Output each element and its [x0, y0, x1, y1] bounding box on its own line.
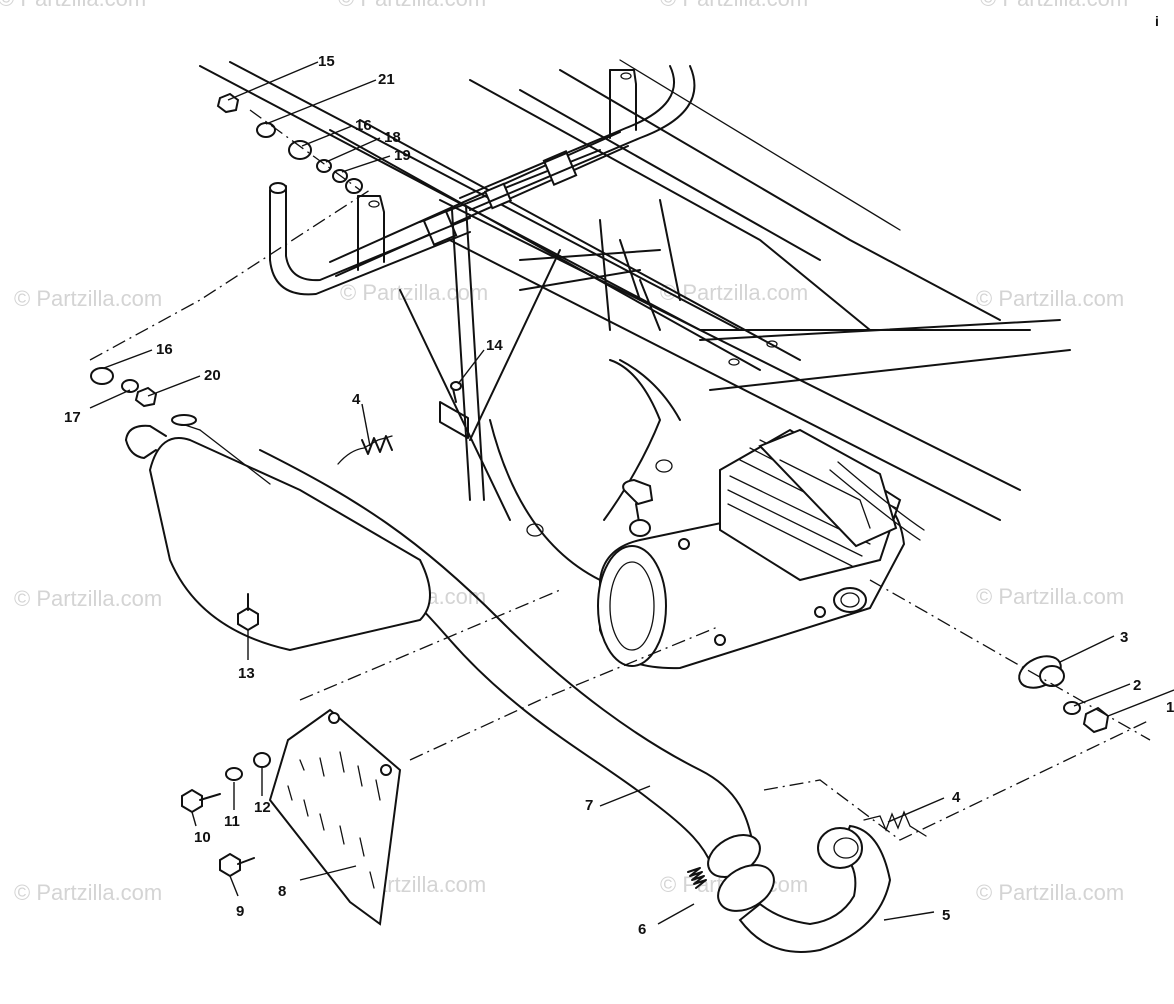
callout-4: 4 — [952, 789, 961, 806]
callout-11: 11 — [224, 813, 240, 830]
watermark: © Partzilla.com — [660, 0, 808, 11]
watermark: © Partzilla.com — [14, 880, 162, 905]
callouts: 15 21 16 18 19 16 20 17 14 4 13 10 11 12… — [64, 53, 1174, 938]
tailpipe-elbow — [738, 824, 892, 953]
callout-4: 4 — [352, 391, 361, 408]
exhaust-pipe — [239, 449, 775, 912]
callout-5: 5 — [942, 907, 950, 924]
watermark: © Partzilla.com — [14, 586, 162, 611]
corner-mark: i — [1155, 13, 1159, 29]
callout-8: 8 — [278, 883, 286, 900]
callout-14: 14 — [486, 337, 503, 354]
muffler — [125, 414, 431, 652]
heat-shield — [268, 708, 402, 926]
watermark: © Partzilla.com — [976, 880, 1124, 905]
callout-7: 7 — [585, 797, 593, 814]
engine — [597, 428, 925, 670]
leader-lines — [89, 61, 1174, 925]
callout-16: 16 — [156, 341, 173, 358]
callout-21: 21 — [378, 71, 395, 88]
frame — [199, 59, 1071, 581]
callout-2: 2 — [1133, 677, 1141, 694]
callout-12: 12 — [254, 799, 271, 816]
callout-18: 18 — [384, 129, 401, 146]
watermark: © Partzilla.com — [660, 280, 808, 305]
watermark: © Partzilla.com — [980, 0, 1128, 11]
watermark: © Partzilla.com — [340, 280, 488, 305]
callout-10: 10 — [194, 829, 211, 846]
callout-19: 19 — [394, 147, 411, 164]
callout-9: 9 — [236, 903, 244, 920]
callout-16: 16 — [355, 117, 372, 134]
watermark: © Partzilla.com — [0, 0, 146, 11]
callout-15: 15 — [318, 53, 335, 70]
watermark: © Partzilla.com — [338, 0, 486, 11]
watermark: © Partzilla.com — [14, 286, 162, 311]
alignment-lines — [89, 109, 1151, 841]
watermark: © Partzilla.com — [976, 286, 1124, 311]
callout-20: 20 — [204, 367, 221, 384]
watermark: © Partzilla.com — [976, 584, 1124, 609]
callout-6: 6 — [638, 921, 646, 938]
callout-3: 3 — [1120, 629, 1128, 646]
callout-13: 13 — [238, 665, 255, 682]
callout-17: 17 — [64, 409, 81, 426]
callout-1: 1 — [1166, 699, 1174, 716]
